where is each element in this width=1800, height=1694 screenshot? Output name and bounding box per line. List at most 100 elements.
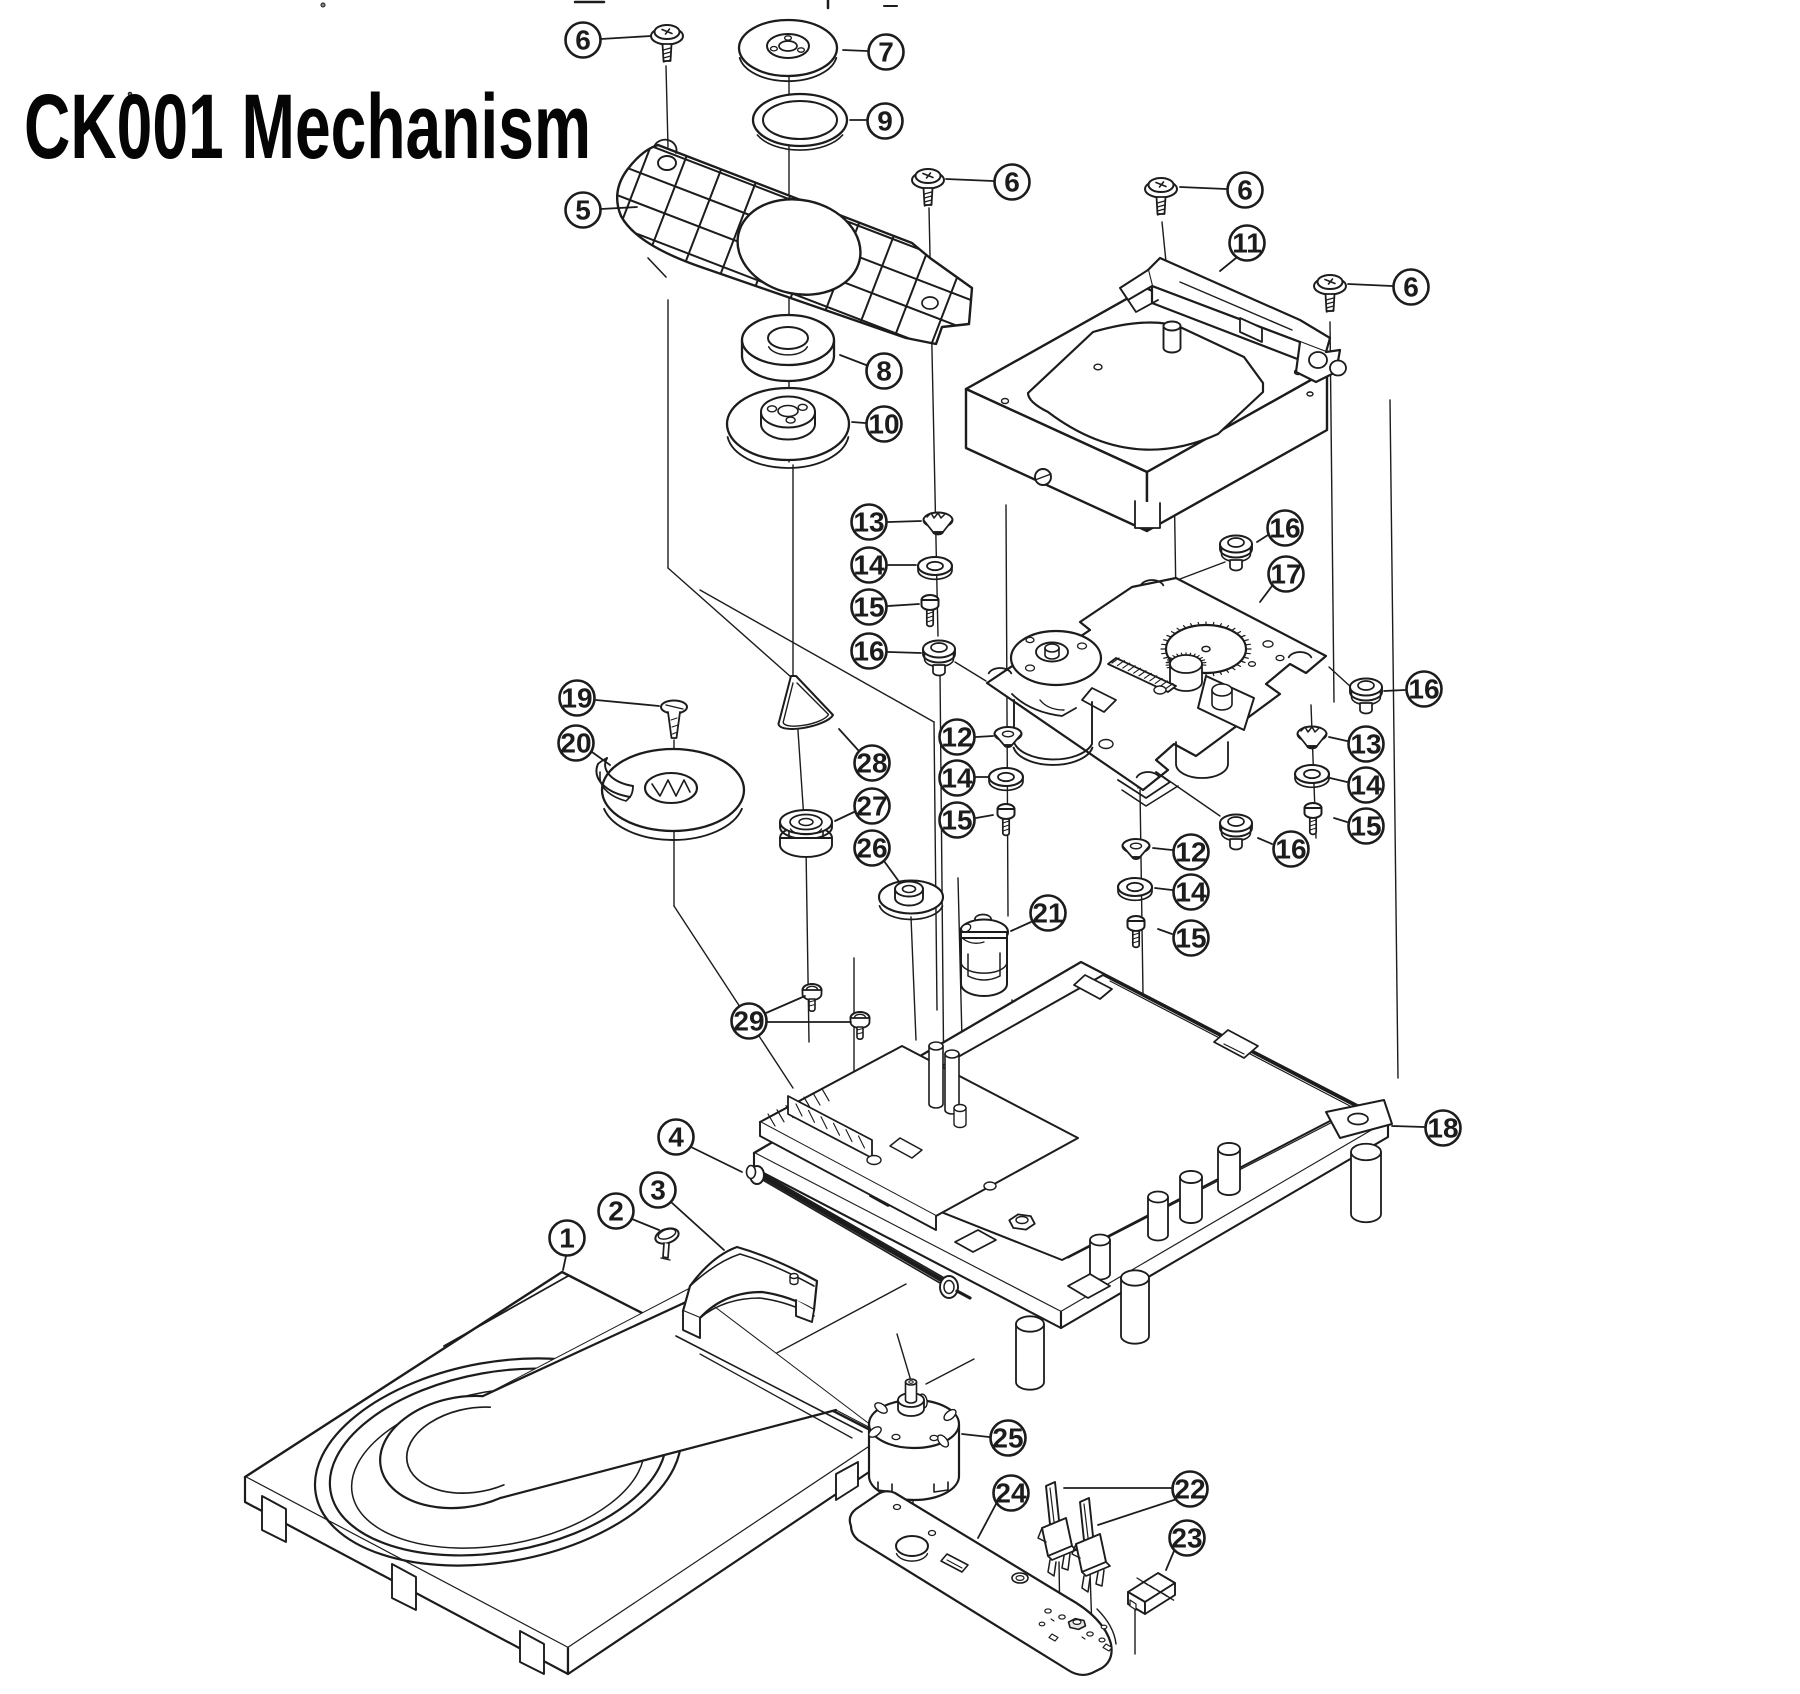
callout-number: 27 xyxy=(856,791,887,822)
callout-16: 16 xyxy=(1383,670,1443,708)
callout-14: 14 xyxy=(938,759,989,797)
screw-15-d xyxy=(1126,915,1146,949)
washer-14-a xyxy=(916,555,954,581)
callout-leader xyxy=(1179,186,1227,190)
callout-circle xyxy=(866,102,904,140)
callout-number: 12 xyxy=(1175,837,1206,868)
callout-number: 6 xyxy=(575,25,591,56)
callout-8: 8 xyxy=(839,352,903,390)
washer-14-b xyxy=(987,766,1025,792)
callout-14: 14 xyxy=(1329,766,1385,804)
part-clamper-plate xyxy=(725,386,851,469)
callout-number: 16 xyxy=(853,636,884,667)
callout-circle xyxy=(989,1419,1027,1457)
callout-leader xyxy=(1257,837,1273,845)
callout-leader xyxy=(945,178,994,182)
part-pulley xyxy=(779,809,833,858)
callout-circle xyxy=(1347,725,1385,763)
callout-leader xyxy=(1329,777,1348,783)
part-switch-a xyxy=(1037,1481,1077,1577)
callout-number: 17 xyxy=(1270,559,1301,590)
callout-6: 6 xyxy=(945,163,1031,201)
screw-15-c xyxy=(1303,802,1323,836)
callout-leader xyxy=(887,520,922,523)
callout-leader xyxy=(975,735,994,738)
callout-circle xyxy=(992,1474,1030,1512)
callout-number: 15 xyxy=(1175,923,1206,954)
screw-6-c xyxy=(1144,177,1178,216)
callout-leader xyxy=(842,49,868,52)
callout-number: 20 xyxy=(560,728,591,759)
callout-number: 8 xyxy=(876,356,892,387)
callout-leader xyxy=(851,421,866,424)
part-gear-board xyxy=(985,576,1328,807)
part-cam-gear xyxy=(959,913,1009,997)
callout-5: 5 xyxy=(564,191,638,229)
callout-number: 3 xyxy=(650,1175,666,1206)
callout-leader xyxy=(600,35,652,40)
part-switch-b xyxy=(1071,1497,1111,1593)
callout-12: 12 xyxy=(1152,833,1210,871)
callout-16: 16 xyxy=(1257,830,1310,868)
callout-number: 14 xyxy=(941,763,973,794)
callout-number: 13 xyxy=(1350,729,1381,760)
washer-13-a xyxy=(922,511,954,536)
callout-number: 26 xyxy=(856,833,887,864)
part-magnet-spacer xyxy=(740,313,836,383)
part-clamper-disc xyxy=(737,18,839,83)
callout-circle xyxy=(639,1171,677,1209)
callout-number: 7 xyxy=(878,37,894,68)
callout-24: 24 xyxy=(977,1474,1030,1539)
page-title: CK001 Mechanism xyxy=(24,76,591,178)
part-top-plate xyxy=(615,138,974,346)
washer-13-b xyxy=(1296,725,1328,750)
callout-circle xyxy=(548,1219,586,1257)
screw-6-d xyxy=(1313,274,1347,313)
part-clamp-bracket xyxy=(1119,256,1347,384)
callout-number: 5 xyxy=(575,195,591,226)
part-switch-pcb xyxy=(848,1490,1117,1677)
callout-leader xyxy=(1157,928,1173,935)
callout-number: 15 xyxy=(941,805,972,836)
callout-leader xyxy=(1383,689,1406,692)
callout-circle xyxy=(564,191,602,229)
callout-11: 11 xyxy=(1219,224,1266,272)
callout-circle xyxy=(853,744,891,782)
callout-leader xyxy=(975,814,994,819)
callout-circle xyxy=(1405,670,1443,708)
callout-6: 6 xyxy=(1179,171,1264,209)
callout-number: 4 xyxy=(668,1122,684,1153)
part-tray xyxy=(243,1270,886,1676)
screw-2 xyxy=(654,1227,680,1261)
callout-10: 10 xyxy=(851,405,903,443)
callout-circle xyxy=(1272,830,1310,868)
callout-15: 15 xyxy=(1157,919,1210,957)
callout-leader xyxy=(600,206,638,210)
callout-circle xyxy=(557,724,595,762)
callout-leader xyxy=(838,728,859,751)
callout-number: 23 xyxy=(1171,1523,1202,1554)
callout-circle xyxy=(850,503,888,541)
washer-14-d xyxy=(1116,876,1154,902)
callout-number: 14 xyxy=(1350,770,1382,801)
callout-25: 25 xyxy=(961,1419,1027,1457)
callout-leader xyxy=(631,1218,660,1231)
callout-leader xyxy=(961,1433,990,1438)
callout-2: 2 xyxy=(597,1192,660,1231)
callout-number: 2 xyxy=(608,1196,624,1227)
callout-number: 10 xyxy=(868,409,899,440)
callout-12: 12 xyxy=(938,718,994,756)
callout-leader xyxy=(1256,534,1269,543)
callout-circle xyxy=(1226,171,1264,209)
callout-number: 11 xyxy=(1232,228,1262,259)
callout-leader xyxy=(1333,817,1348,823)
callout-number: 6 xyxy=(1004,167,1020,198)
page-artifacts xyxy=(127,0,898,97)
callout-number: 13 xyxy=(853,507,884,538)
screw-29-a xyxy=(801,983,823,1012)
callout-circle xyxy=(850,632,888,670)
washer-12-a xyxy=(993,726,1023,748)
callout-number: 22 xyxy=(1174,1474,1205,1505)
